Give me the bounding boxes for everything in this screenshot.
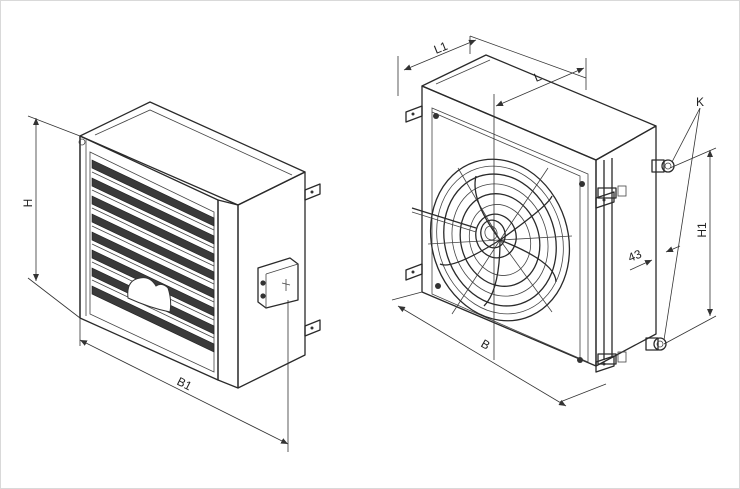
label-B: B (479, 336, 493, 352)
airflow-cutout (127, 277, 172, 313)
label-L1: L1 (432, 39, 450, 57)
label-H1: H1 (695, 222, 709, 238)
axial-fan (411, 158, 573, 322)
front-view-dimensions (27, 115, 289, 452)
junction-box (257, 257, 299, 309)
label-L: L (532, 69, 544, 85)
mounting-brackets (304, 183, 321, 337)
rear-view-dimensions (391, 35, 717, 407)
label-H: H (21, 199, 35, 208)
rear-view-heater (405, 54, 675, 373)
coil-connection-tubes (597, 158, 627, 365)
label-K: K (696, 95, 704, 109)
pipe-connections (645, 159, 675, 351)
rear-mounting-brackets (405, 105, 615, 373)
label-43: 43 (626, 247, 644, 265)
front-view-heater (78, 101, 321, 389)
label-B1: B1 (175, 374, 195, 393)
